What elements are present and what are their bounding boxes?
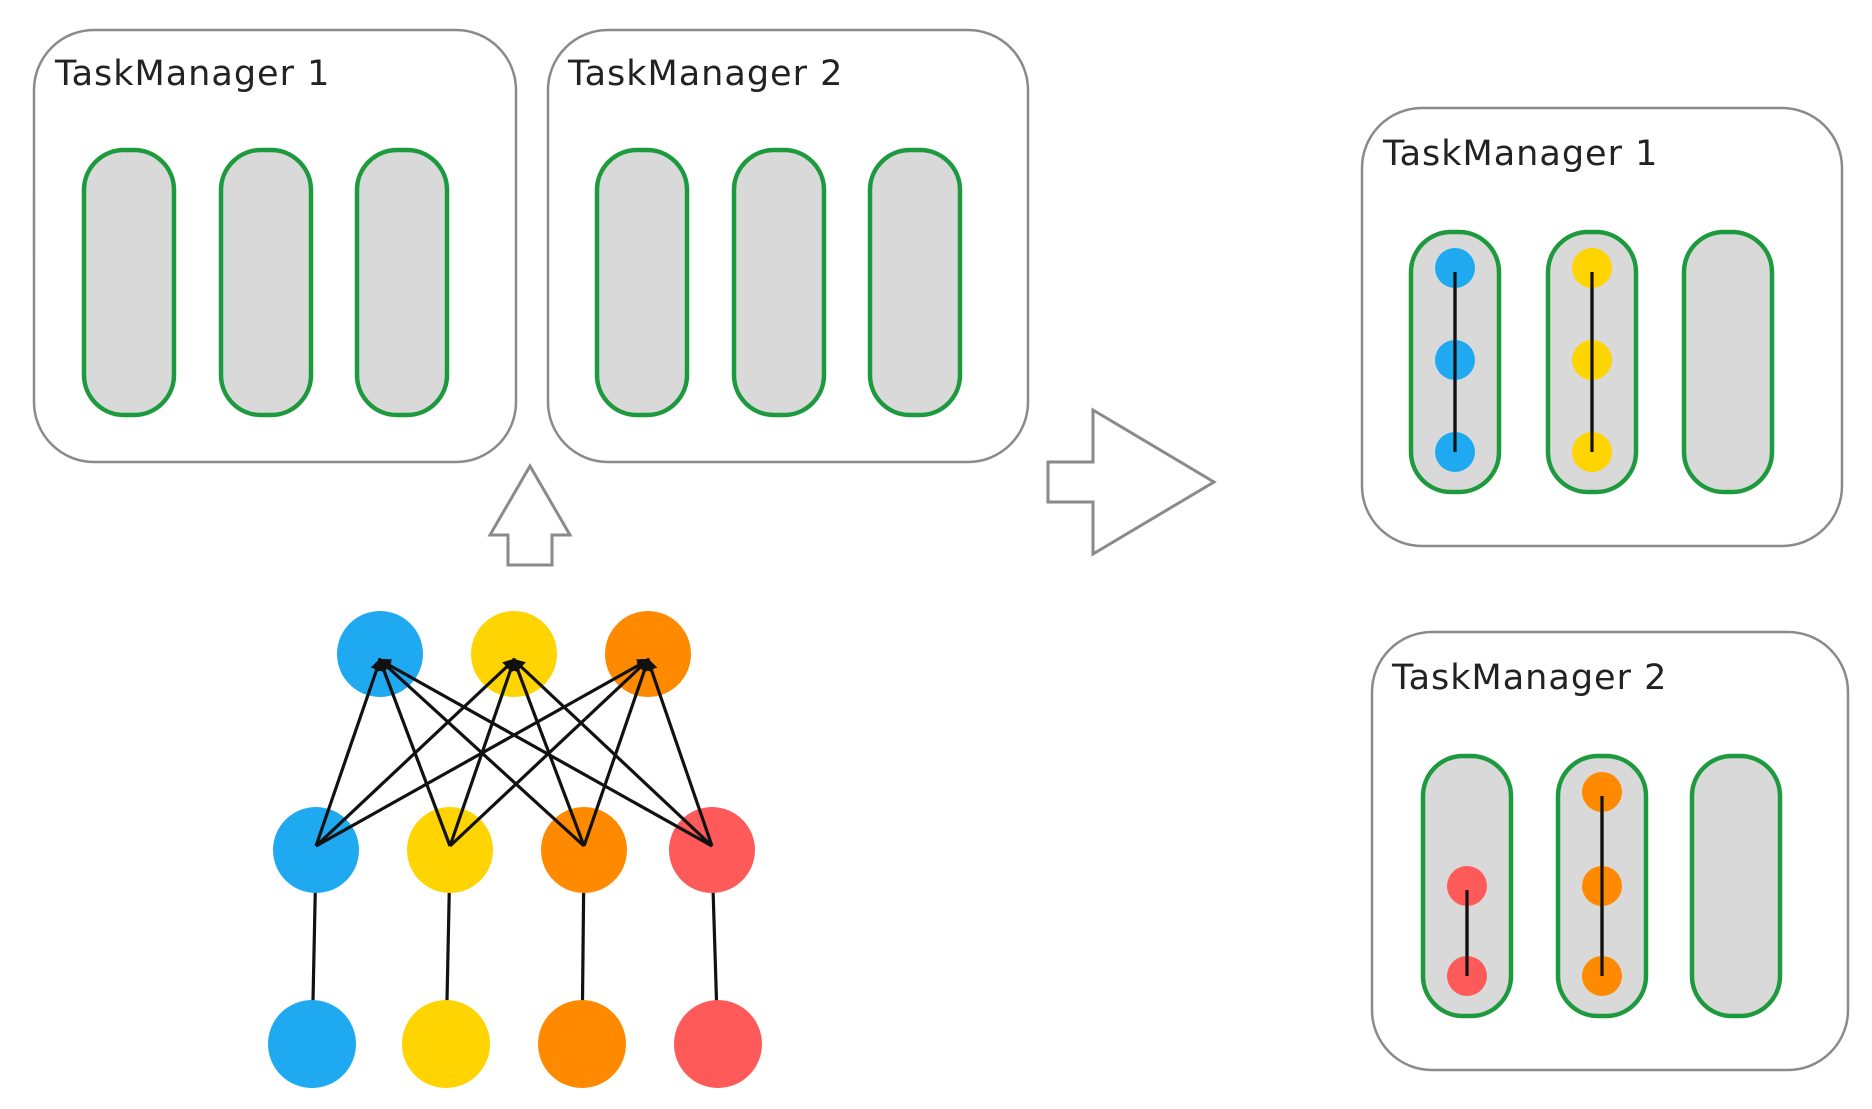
- hollow-arrow-up-icon: [487, 463, 573, 567]
- task-slot: [354, 147, 450, 418]
- hollow-arrow-right-icon: [1046, 407, 1217, 557]
- task-slot: [867, 147, 963, 418]
- slot-group: [594, 147, 963, 418]
- graph-edge: [377, 658, 713, 848]
- operator-node: [669, 807, 755, 893]
- graph-edge: [512, 658, 714, 848]
- graph-edges: [309, 853, 720, 1050]
- left-task-manager-2: TaskManager 2: [546, 28, 1030, 464]
- task-slot: [1681, 229, 1775, 495]
- task-manager-label: TaskManager 2: [1391, 658, 1667, 698]
- operator-node: [273, 807, 359, 893]
- subtask-node: [1447, 866, 1487, 906]
- graph-edge: [582, 657, 651, 847]
- task-slot: [594, 147, 690, 418]
- task-slot: [731, 147, 827, 418]
- task-slot: [81, 147, 177, 418]
- operator-node: [538, 1000, 626, 1088]
- graph-nodes: [268, 611, 762, 1088]
- operator-node: [407, 807, 493, 893]
- slot-group: [1408, 229, 1775, 495]
- task-manager-label: TaskManager 1: [54, 54, 330, 94]
- job-graph: [268, 611, 762, 1088]
- right-task-manager-1: TaskManager 1: [1360, 106, 1844, 548]
- graph-edge: [377, 657, 452, 847]
- operator-node: [402, 1000, 490, 1088]
- subtask-node: [1435, 248, 1475, 288]
- operator-node: [471, 611, 557, 697]
- operator-node: [268, 1000, 356, 1088]
- task-manager-label: TaskManager 2: [567, 54, 843, 94]
- subtask-node: [1572, 248, 1612, 288]
- left-task-manager-1: TaskManager 1: [32, 28, 518, 464]
- graph-edge: [645, 657, 714, 847]
- graph-edge: [378, 658, 586, 848]
- graph-edge: [314, 657, 383, 847]
- task-slot: [218, 147, 314, 418]
- operator-node: [605, 611, 691, 697]
- slot-group: [1420, 753, 1783, 1019]
- task-manager-label: TaskManager 1: [1382, 134, 1658, 174]
- subtask-node: [1582, 772, 1622, 812]
- task-slot: [1689, 753, 1783, 1019]
- right-cluster: TaskManager 1 TaskManager 2: [1360, 106, 1850, 1072]
- left-cluster: TaskManager 1 TaskManager 2: [32, 28, 1030, 464]
- graph-edges-top: [314, 657, 714, 848]
- operator-node: [674, 1000, 762, 1088]
- operator-node: [337, 611, 423, 697]
- right-task-manager-2: TaskManager 2: [1370, 630, 1850, 1072]
- slot-group: [81, 147, 450, 418]
